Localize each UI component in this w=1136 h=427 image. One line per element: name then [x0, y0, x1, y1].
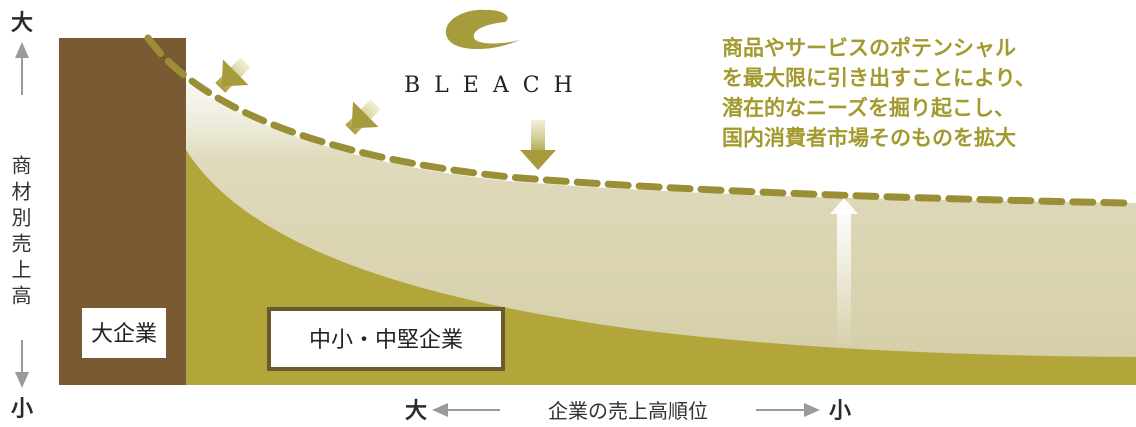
large-enterprise-label-box: 大企業	[82, 308, 166, 358]
brand-name: BLEACH	[404, 73, 587, 98]
push-arrow-diagonal-1	[215, 57, 251, 93]
description: 商品やサービスのポテンシャル を最大限に引き出すことにより、 潜在的なニーズを掘…	[722, 36, 1036, 150]
x-axis-title: 企業の売上高順位	[548, 399, 708, 423]
y-axis-down-arrow	[15, 340, 29, 388]
large-enterprise-label: 大企業	[91, 322, 157, 347]
x-axis-left-label: 大	[405, 399, 427, 424]
sme-label-box: 中小・中堅企業	[267, 307, 505, 371]
description-line-3: 潜在的なニーズを掘り起こし、	[722, 96, 1015, 120]
x-axis-left-arrow	[432, 403, 500, 417]
sme-label: 中小・中堅企業	[309, 328, 463, 353]
y-axis-title: 商材別売上高	[8, 155, 32, 311]
y-axis-top-label: 大	[11, 11, 33, 36]
description-line-2: を最大限に引き出すことにより、	[722, 66, 1036, 90]
growth-up-arrow	[830, 198, 858, 348]
description-line-1: 商品やサービスのポテンシャル	[722, 36, 1016, 60]
push-arrow-down	[520, 120, 556, 170]
y-axis-bottom-label: 小	[11, 397, 33, 422]
potential-dashed-line	[144, 34, 1128, 207]
push-arrow-diagonal-2	[345, 99, 381, 135]
x-axis-right-label: 小	[829, 399, 851, 424]
x-axis-right-arrow	[756, 403, 820, 417]
description-line-4: 国内消費者市場そのものを拡大	[722, 126, 1016, 150]
leaf-swoosh-icon	[445, 9, 520, 50]
y-axis-up-arrow	[15, 42, 29, 95]
